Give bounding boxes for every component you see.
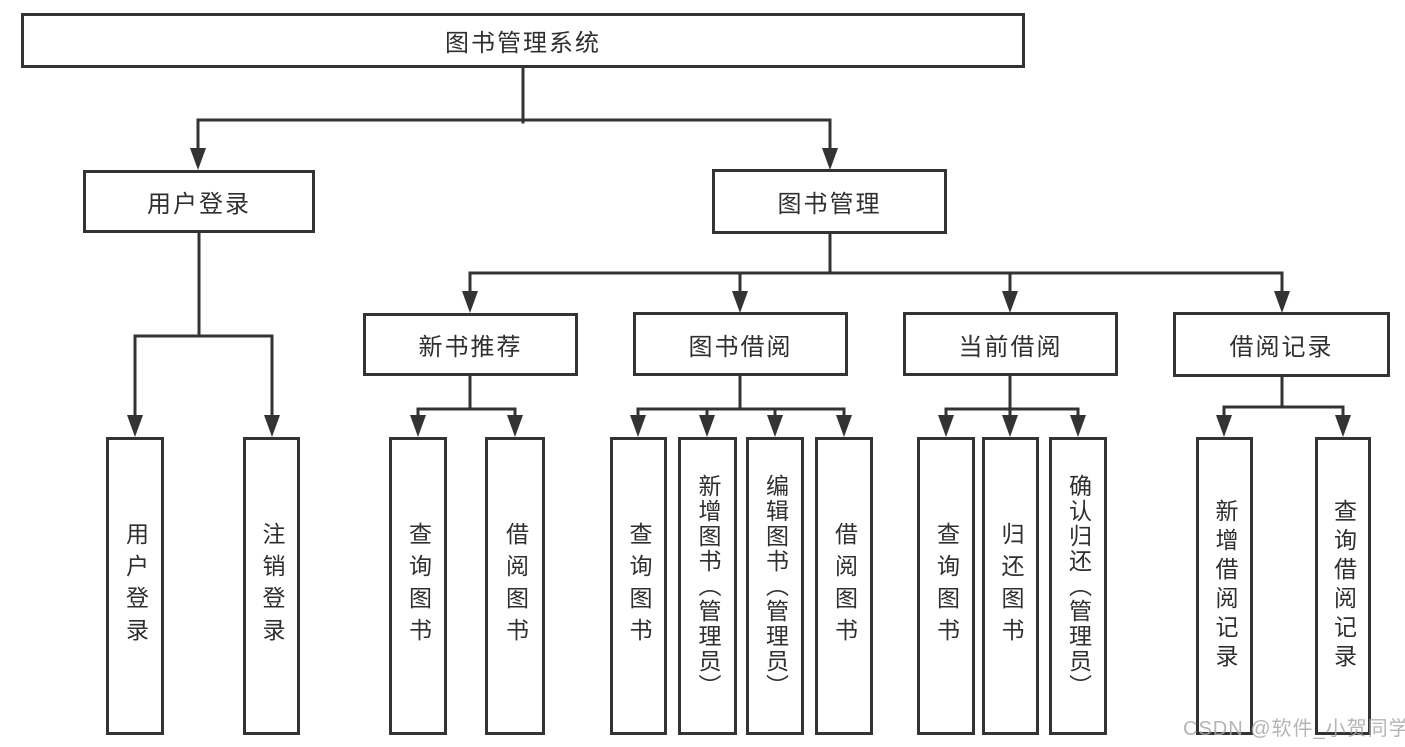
node-label: 当前借阅: [958, 333, 1063, 361]
arrowheads: [127, 148, 1351, 437]
node-label: 借阅图书: [831, 522, 858, 650]
leaf-query-books-current: 查询图书: [917, 437, 975, 735]
leaf-add-books-admin: 新增图书（管理员）: [678, 437, 737, 735]
arrowhead: [767, 415, 783, 437]
node-label: 查询借阅记录: [1330, 499, 1357, 673]
leaf-add-borrow-record: 新增借阅记录: [1196, 437, 1253, 735]
leaf-query-borrow-record: 查询借阅记录: [1315, 437, 1371, 735]
connector-path-group: [133, 66, 1345, 422]
connector-new-book-to-leaves: [416, 375, 517, 422]
arrowhead: [938, 415, 954, 437]
leaf-return-books: 归还图书: [982, 437, 1039, 735]
arrowhead: [1070, 415, 1086, 437]
node-label: 用户登录: [147, 191, 251, 218]
node-label: 新增借阅记录: [1212, 499, 1238, 673]
leaf-confirm-return-admin: 确认归还（管理员）: [1049, 437, 1107, 735]
arrowhead: [732, 291, 748, 313]
node-label: 新书推荐: [418, 334, 523, 361]
arrowhead: [127, 415, 143, 437]
leaf-borrow-books-recommend: 借阅图书: [485, 437, 545, 735]
arrowhead: [630, 415, 646, 437]
node-book-borrowing: 图书借阅: [633, 312, 848, 376]
node-label: 用户登录: [122, 522, 149, 650]
leaf-logout: 注销登录: [243, 437, 300, 735]
node-borrowing-records: 借阅记录: [1173, 312, 1390, 377]
node-library-management-system: 图书管理系统: [21, 13, 1025, 68]
node-label: 确认归还（管理员）: [1065, 473, 1092, 699]
arrowhead: [1216, 415, 1232, 437]
arrowhead: [190, 148, 206, 170]
node-new-book-recommendation: 新书推荐: [363, 313, 578, 376]
arrowhead: [1274, 291, 1290, 313]
node-user-login: 用户登录: [83, 170, 315, 233]
connector-user-login-to-leaves: [133, 231, 274, 422]
arrowhead: [410, 415, 426, 437]
leaf-edit-books-admin: 编辑图书（管理员）: [746, 437, 804, 735]
node-label: 查询图书: [933, 522, 960, 650]
leaf-query-books-borrow: 查询图书: [610, 437, 667, 735]
connector-book-borrow-to-leaves: [636, 375, 846, 422]
arrowhead: [699, 415, 715, 437]
node-label: 借阅记录: [1229, 334, 1334, 361]
node-label: 借阅图书: [502, 522, 529, 650]
node-label: 编辑图书（管理员）: [762, 473, 789, 699]
node-label: 注销登录: [259, 522, 285, 650]
arrowhead: [1335, 415, 1351, 437]
node-label: 新增图书（管理员）: [695, 473, 721, 699]
arrowhead: [1002, 291, 1018, 313]
connector-current-borrow-to-leaves: [944, 375, 1080, 422]
node-current-borrowing: 当前借阅: [903, 312, 1118, 376]
connector-book-mgmt-to-level3: [468, 232, 1284, 297]
connector-records-to-leaves: [1222, 375, 1345, 422]
csdn-watermark: CSDN @软件_小贺同学: [1183, 718, 1405, 740]
arrowhead: [836, 415, 852, 437]
arrowhead: [822, 148, 838, 170]
leaf-query-books-recommend: 查询图书: [389, 437, 447, 735]
arrowhead: [507, 415, 523, 437]
node-book-management: 图书管理: [712, 169, 947, 234]
node-label: 图书借阅: [688, 333, 793, 361]
leaf-user-login: 用户登录: [106, 437, 164, 735]
node-label: 查询图书: [405, 522, 432, 650]
arrowhead: [462, 291, 478, 313]
node-label: 归还图书: [998, 522, 1024, 650]
node-label: 图书管理: [777, 191, 882, 218]
connector-root-to-level2: [196, 66, 832, 154]
node-label: 查询图书: [626, 522, 652, 650]
node-label: 图书管理系统: [445, 30, 601, 57]
arrowhead: [1002, 415, 1018, 437]
arrowhead: [264, 415, 280, 437]
leaf-borrow-books: 借阅图书: [815, 437, 873, 735]
